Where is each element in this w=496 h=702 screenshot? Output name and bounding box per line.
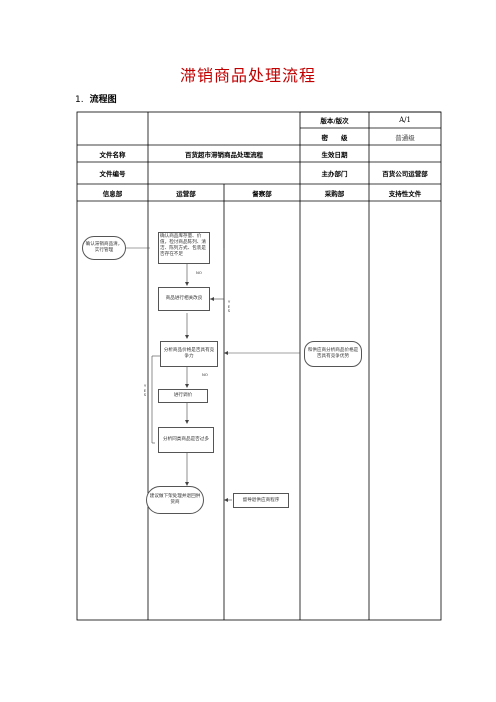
flow-label-no-2: NO [202, 372, 208, 377]
column-header-purchasing: 采购部 [324, 189, 345, 198]
section-heading: 1. 流程图 [75, 92, 117, 105]
flow-node-analyze-similar: 分析同类商品是否过多 [158, 427, 214, 453]
flow-node-info-confirm: 确认滞销商品清，实行管理 [82, 236, 126, 260]
file-name-label: 文件名称 [99, 150, 126, 159]
security-label: 密 级 [321, 133, 348, 142]
effective-date-label: 生效日期 [321, 150, 348, 159]
flow-label-no-1: NO [196, 270, 202, 275]
column-header-audit: 督察部 [252, 189, 272, 198]
flow-node-delist-return: 建议做下架处理并退回供货商 [146, 486, 204, 514]
version-value: A/1 [399, 116, 411, 124]
file-no-value [148, 162, 300, 184]
column-header-support-docs: 支持性文件 [388, 189, 422, 198]
flow-node-supplier-analysis: 和供应商分析商品价格是否具有竞争优势 [304, 341, 362, 367]
file-no-label: 文件编号 [99, 170, 126, 178]
flow-node-price-adjust: 进行调价 [158, 389, 208, 403]
file-name-value: 百货超市滞销商品处理流程 [185, 150, 263, 159]
flow-node-improve-product: 商品进行相关改良 [158, 287, 210, 311]
owner-label: 主办部门 [321, 170, 348, 178]
security-value: 普通级 [395, 133, 415, 142]
owner-value: 百货公司运营部 [382, 170, 428, 178]
section-label: 流程图 [89, 95, 117, 105]
column-header-operations: 运营部 [176, 189, 196, 198]
effective-date-value [369, 145, 441, 162]
flow-node-analyze-price: 分析商品价格是否具有竞争力 [160, 341, 218, 367]
flow-node-confirm-inventory: 确认商品库存量、价值，检讨商品陈列、清洁、陈列方式、包装是否存在不足 [158, 232, 210, 264]
section-number: 1. [75, 95, 84, 105]
page-title: 滞销商品处理流程 [179, 66, 316, 85]
flow-node-audit-return: 督导退供应商程序 [233, 493, 289, 508]
column-header-info: 信息部 [102, 189, 123, 198]
flow-label-yes-1: YES [227, 299, 231, 313]
version-label: 版本/版次 [320, 117, 349, 125]
flow-label-yes-2: YES [143, 383, 147, 397]
